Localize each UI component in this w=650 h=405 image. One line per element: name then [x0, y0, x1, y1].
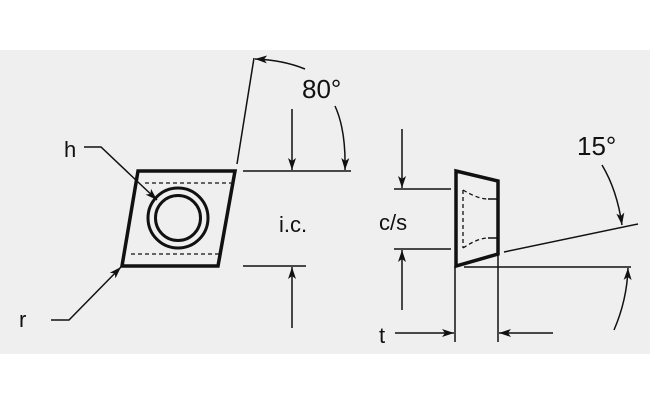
hole-inner-circle: [154, 194, 202, 242]
insert-outline: [119, 169, 238, 268]
angle-15-arc-bottom: [613, 267, 632, 331]
countersink-hidden-curve-bottom: [462, 237, 489, 249]
angle-80-arc-top: [254, 55, 306, 70]
angle-15-label: 15°: [577, 131, 616, 161]
angle-80-label: 80°: [302, 74, 341, 104]
hole-outer-circle: [146, 186, 210, 250]
radius-leader-arrow: [51, 266, 122, 321]
angle-extension-line: [236, 57, 255, 165]
ic-label: i.c.: [279, 212, 307, 237]
angle-15-arc-top: [601, 164, 625, 226]
angle-80-arc-bottom: [334, 105, 350, 171]
background-panel: [0, 50, 650, 354]
clearance-angle-line: [503, 223, 639, 253]
cs-label: c/s: [379, 210, 407, 235]
countersink-hidden-curve-top: [462, 189, 489, 200]
radius-label: r: [19, 307, 26, 332]
insert-top-view: [119, 169, 238, 268]
hole-leader-arrow: [84, 146, 158, 201]
hole-label: h: [64, 137, 76, 162]
thickness-label: t: [379, 323, 385, 348]
